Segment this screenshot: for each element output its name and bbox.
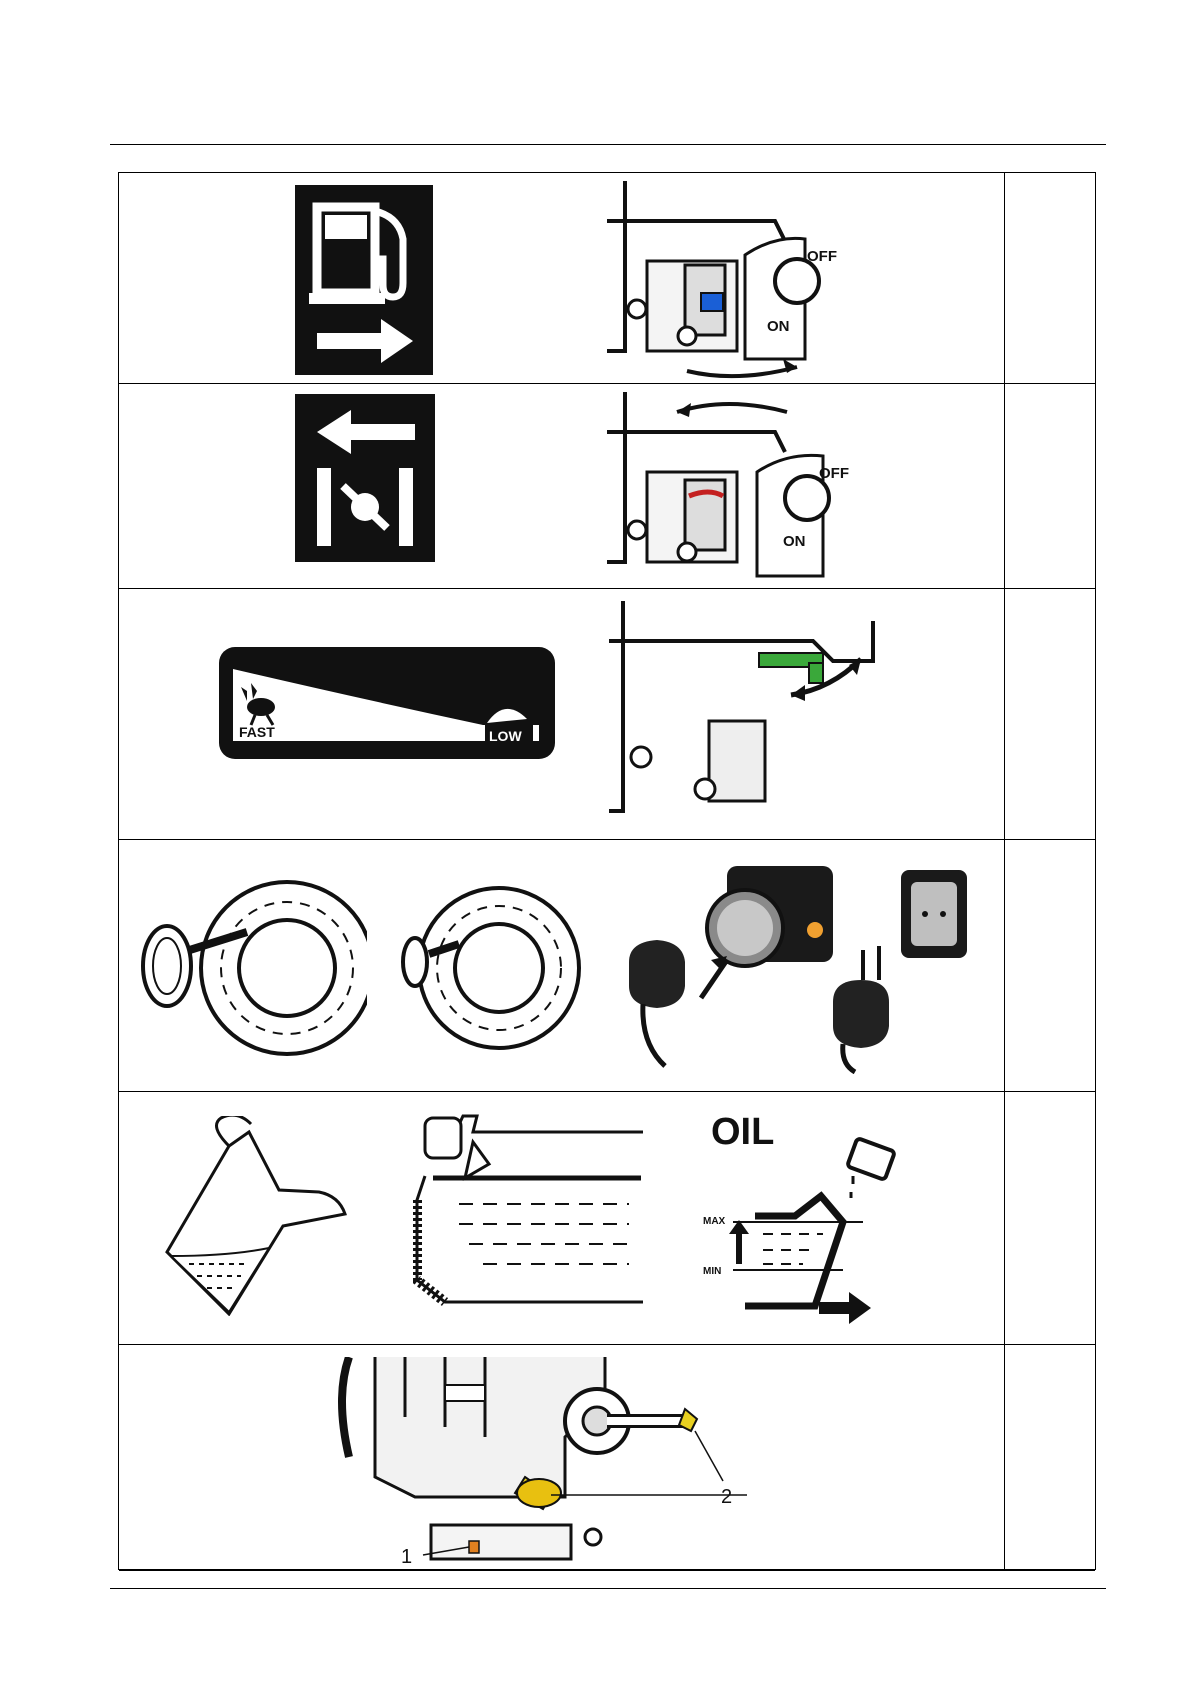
switch-off-label: OFF <box>819 465 849 482</box>
oil-title: OIL <box>711 1111 774 1153</box>
callout-2: 2 <box>721 1486 732 1508</box>
table-row-drain: 2 1 <box>119 1345 1095 1571</box>
throttle-low-label: LOW <box>489 728 522 744</box>
callout-1: 1 <box>401 1546 412 1563</box>
table-row-oil: OIL MAX MIN <box>119 1092 1095 1345</box>
engine-drain-illustration: 2 1 <box>335 1357 747 1563</box>
recoil-starter-pull-illustration <box>137 858 367 1068</box>
header-rule <box>110 144 1106 145</box>
switch-off-label: OFF <box>807 248 837 265</box>
oil-min-label: MIN <box>703 1266 721 1277</box>
footer-rule <box>110 1588 1106 1589</box>
table-row-starting <box>119 840 1095 1092</box>
throttle-label-plate: FAST LOW <box>217 645 557 761</box>
throttle-lever-illustration <box>609 601 905 829</box>
throttle-fast-label: FAST <box>239 724 275 740</box>
choke-lever-illustration: OFF ON <box>607 392 863 584</box>
oil-max-label: MAX <box>703 1216 726 1227</box>
table-row-choke: OFF ON <box>119 384 1095 589</box>
oil-filler-level-illustration <box>413 1112 653 1324</box>
table-row-fuel-valve: OFF ON <box>119 173 1095 384</box>
fuel-valve-illustration: OFF ON <box>607 181 847 381</box>
column-divider <box>1004 173 1005 1569</box>
measuring-jug-illustration <box>159 1116 369 1316</box>
oil-level-icon: OIL MAX MIN <box>703 1104 903 1330</box>
switch-on-label: ON <box>783 533 806 550</box>
oil-can-icon <box>847 1138 895 1198</box>
switch-on-label: ON <box>767 318 790 335</box>
fuel-pump-icon <box>295 185 433 375</box>
electric-start-plug-illustration <box>617 858 977 1074</box>
instruction-table: OFF ON <box>118 172 1096 1570</box>
choke-icon <box>295 394 435 562</box>
table-row-throttle: FAST LOW <box>119 589 1095 840</box>
recoil-starter-idle-illustration <box>391 858 581 1068</box>
